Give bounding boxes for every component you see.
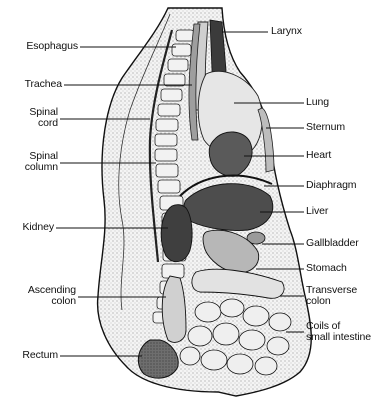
kidney xyxy=(161,205,192,262)
label-ascending-colon: Ascending colon xyxy=(2,285,76,307)
label-spinal-column: Spinal column xyxy=(2,151,58,173)
label-trachea: Trachea xyxy=(2,79,62,90)
label-rectum: Rectum xyxy=(2,350,58,361)
label-small-intestine-line2: small intestine xyxy=(306,332,371,343)
label-transverse-colon: Transverse colon xyxy=(306,285,357,307)
label-small-intestine: Coils of small intestine xyxy=(306,321,371,343)
label-gallbladder: Gallbladder xyxy=(306,238,359,249)
label-ascending-colon-line2: colon xyxy=(2,296,76,307)
label-liver: Liver xyxy=(306,206,328,217)
label-heart: Heart xyxy=(306,150,331,161)
label-spinal-column-line2: column xyxy=(2,162,58,173)
label-stomach: Stomach xyxy=(306,263,347,274)
label-transverse-colon-line2: colon xyxy=(306,296,357,307)
label-esophagus: Esophagus xyxy=(2,41,78,52)
label-larynx: Larynx xyxy=(271,26,302,37)
label-lung: Lung xyxy=(306,97,329,108)
label-diaphragm: Diaphragm xyxy=(306,180,356,191)
label-spinal-cord: Spinal cord xyxy=(2,107,58,129)
label-spinal-cord-line2: cord xyxy=(2,118,58,129)
label-kidney: Kidney xyxy=(2,222,54,233)
label-sternum: Sternum xyxy=(306,122,345,133)
ascending-colon xyxy=(162,276,186,342)
